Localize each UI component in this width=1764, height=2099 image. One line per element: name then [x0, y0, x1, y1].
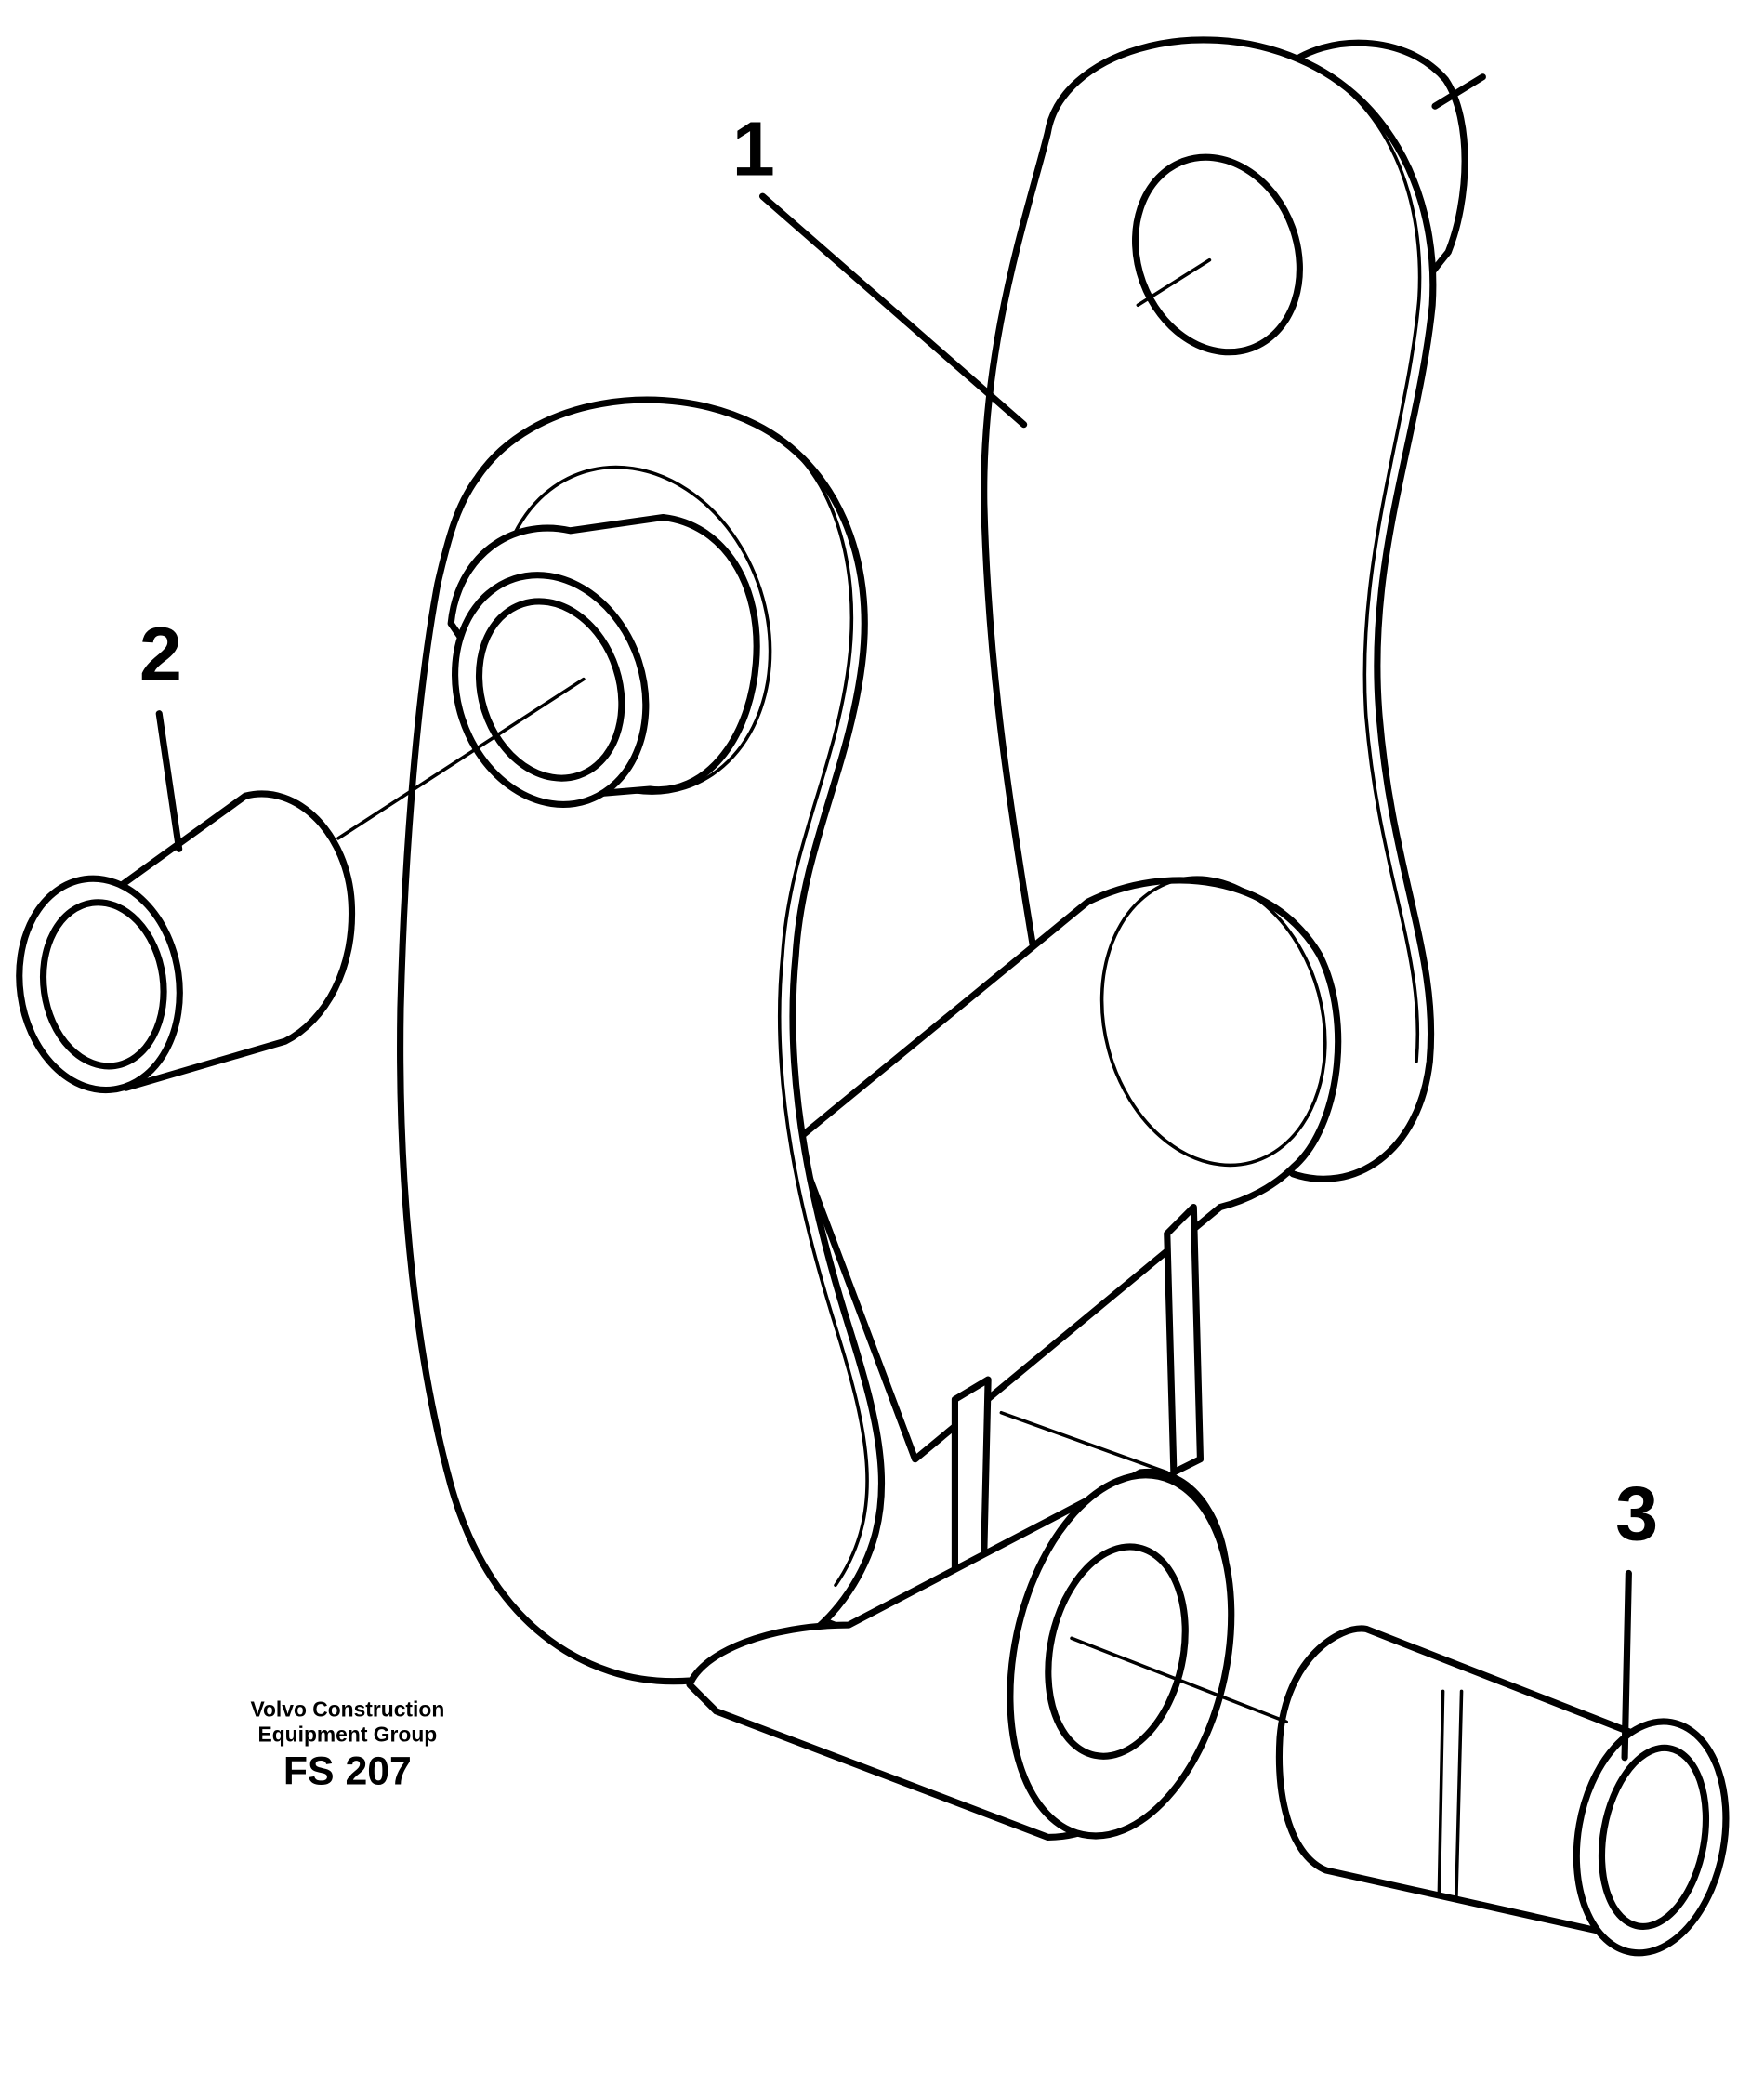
- bushing-part-2: [16, 677, 586, 1094]
- callout-2: 2: [139, 611, 182, 697]
- leader-line-3: [1621, 1569, 1632, 1762]
- callout-1: 1: [732, 105, 775, 191]
- top-bore: [1132, 153, 1303, 356]
- leader-line-2: [155, 710, 183, 852]
- cross-tube: [792, 876, 1342, 1680]
- callout-3: 3: [1615, 1471, 1658, 1557]
- lower-bore: [1045, 1543, 1189, 1760]
- back-link-arm: [981, 36, 1486, 1182]
- leader-line-1: [758, 192, 1028, 429]
- front-link-arm: [397, 396, 886, 1685]
- credit-line-2: Equipment Group: [257, 1723, 437, 1747]
- drawing-code: FS 207: [283, 1749, 412, 1793]
- bushing-part-3: [1070, 1625, 1730, 1957]
- credit-line-1: Volvo Construction: [250, 1697, 444, 1722]
- lower-boss: [686, 1468, 1235, 1841]
